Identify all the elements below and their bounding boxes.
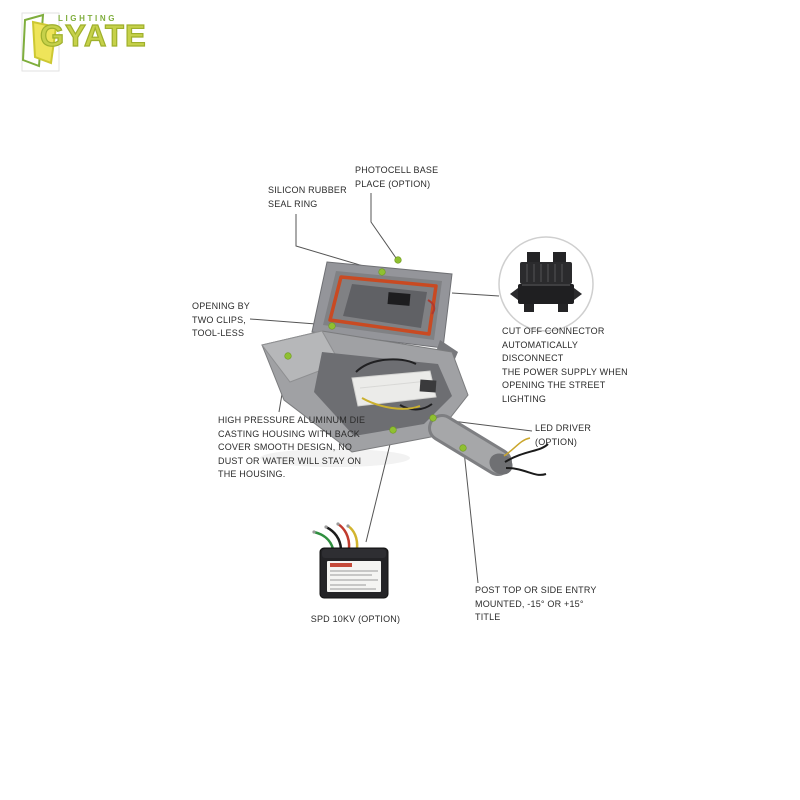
spd-label-sticker	[327, 561, 381, 592]
callout-clips: OPENING BY TWO CLIPS, TOOL-LESS	[192, 301, 251, 338]
dot-led-driver	[429, 414, 437, 422]
cutoff-connector-part	[419, 379, 437, 393]
callout-silicon-seal: SILICON RUBBER SEAL RING	[268, 185, 347, 209]
logo-tagline: LIGHTING	[58, 14, 118, 23]
logo-icon	[21, 12, 60, 72]
street-light-illustration	[260, 256, 549, 476]
wire-black-2	[399, 403, 433, 411]
silicon-seal-ring	[328, 275, 438, 336]
callout-photocell: PHOTOCELL BASE PLACE (OPTION)	[355, 165, 439, 189]
open-lid	[311, 261, 453, 349]
dot-housing	[284, 352, 292, 360]
callout-cutoff-connector: CUT OFF CONNECTOR AUTOMATICALLY DISCONNE…	[502, 326, 628, 404]
callout-housing: HIGH PRESSURE ALUMINUM DIE CASTING HOUSI…	[218, 415, 366, 479]
spd-photo	[312, 522, 389, 599]
logo-brand: GYATE	[39, 17, 147, 53]
leader-cutoff-connector	[451, 292, 500, 297]
dot-silicon-seal	[378, 268, 386, 276]
spd-wire-green	[313, 530, 335, 550]
leader-post-entry	[463, 450, 479, 584]
mounting-arm	[428, 414, 549, 476]
dot-post-entry	[459, 444, 467, 452]
leader-silicon-seal	[295, 214, 381, 272]
dot-photocell	[394, 256, 402, 264]
marker-dots	[284, 256, 467, 452]
spd-wire-yellow	[347, 524, 359, 550]
led-driver-box	[351, 370, 437, 407]
shadow	[260, 449, 410, 467]
wire-black-1	[355, 358, 417, 373]
wire-yellow	[361, 397, 421, 410]
callout-spd: SPD 10KV (OPTION)	[310, 614, 401, 624]
arm-wire-black-2	[505, 467, 547, 476]
callout-led-driver: LED DRIVER (OPTION)	[535, 423, 592, 447]
spd-wire-red	[337, 522, 351, 550]
cutoff-connector-photo	[498, 236, 594, 332]
leader-photocell	[370, 193, 397, 259]
arm-wire-black-1	[504, 443, 549, 463]
arm-wire-yellow	[503, 437, 531, 457]
photocell-base	[387, 292, 411, 306]
callout-post-entry: POST TOP OR SIDE ENTRY MOUNTED, -15° OR …	[475, 585, 597, 622]
housing-body	[261, 330, 469, 453]
dot-clips	[328, 322, 336, 330]
spd-wire-black	[325, 525, 343, 550]
dot-spd	[389, 426, 397, 434]
leader-spd	[365, 431, 394, 543]
